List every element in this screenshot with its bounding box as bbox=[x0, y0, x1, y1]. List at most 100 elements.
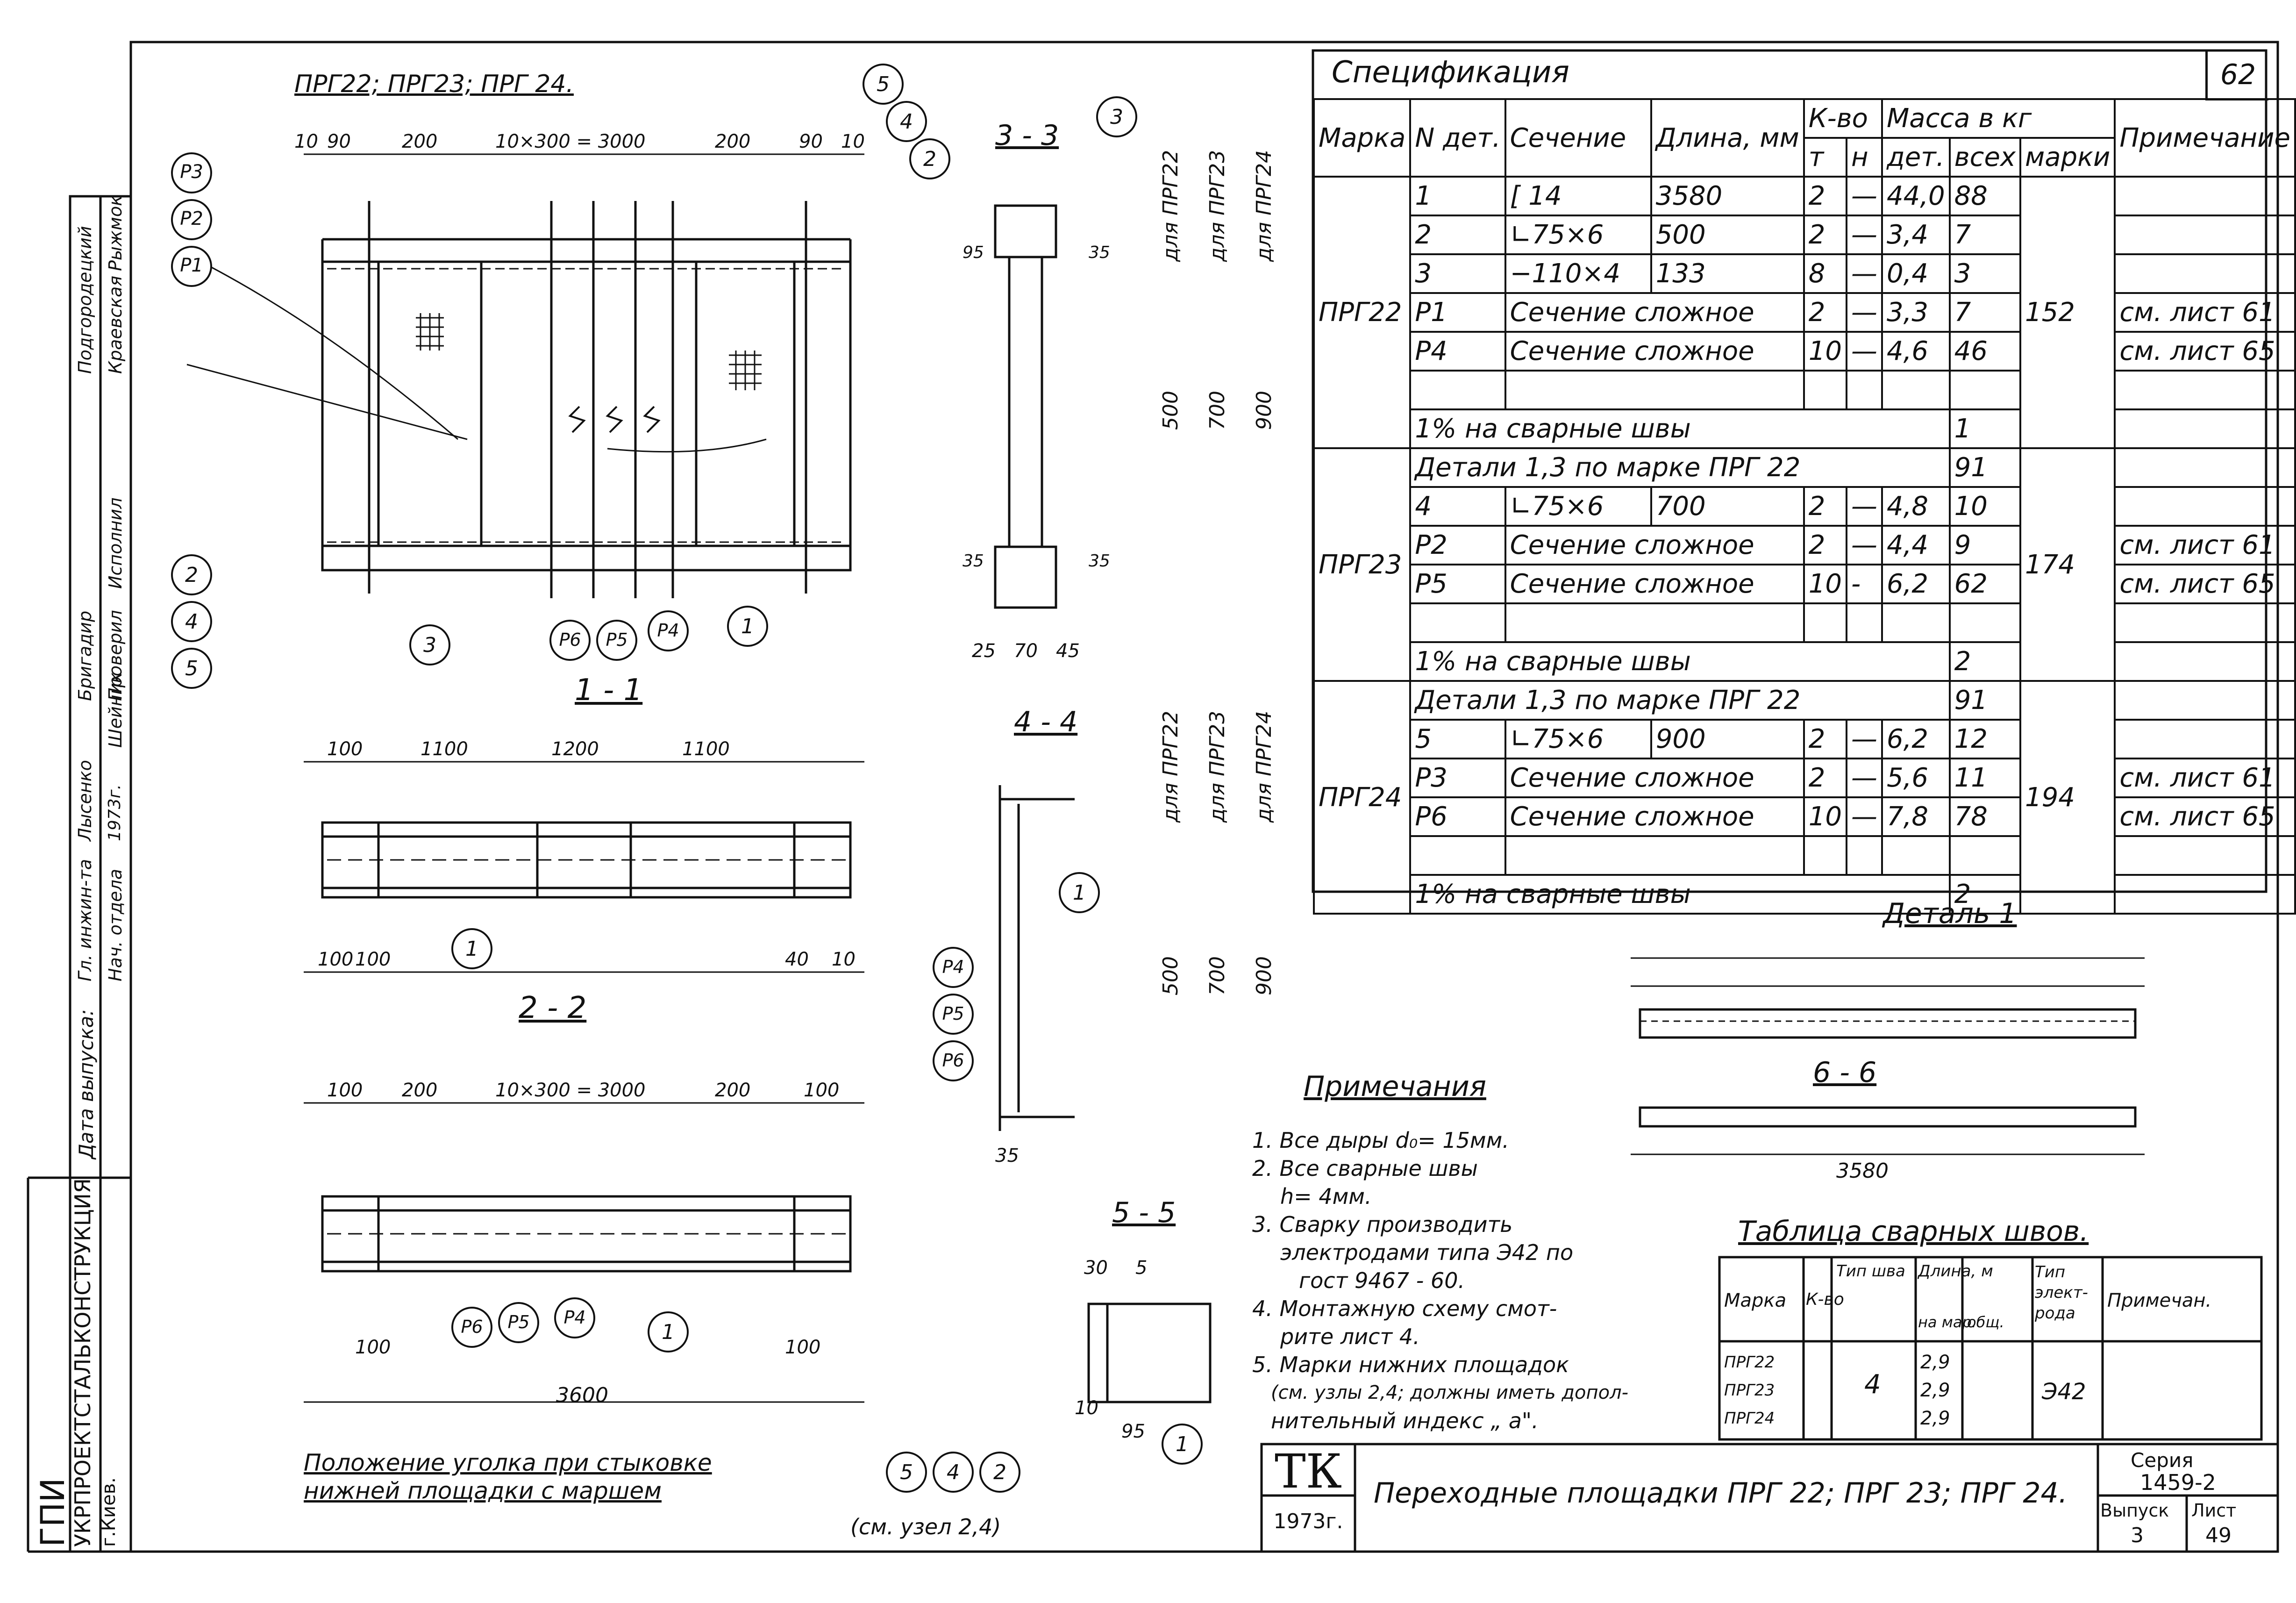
height-label-a2: для ПРГ22 bbox=[1159, 710, 1183, 823]
weld-marks: ПРГ22 ПРГ23 ПРГ24 bbox=[1724, 1348, 1775, 1432]
spec-h-ndet: N дет. bbox=[1409, 98, 1506, 178]
sheet-number: 62 bbox=[2205, 51, 2268, 100]
spec-cell: 3,3 bbox=[1881, 292, 1951, 333]
s22-dim: 200 bbox=[402, 1080, 438, 1101]
spec-cell: 2 bbox=[1803, 719, 1847, 759]
weld-h-marka: Марка bbox=[1724, 1290, 1787, 1311]
stamp-date-year: 1973г. bbox=[105, 784, 124, 841]
spec-total: 174 bbox=[2019, 447, 2116, 682]
s22-dim: 100 bbox=[327, 1080, 363, 1101]
spec-cell: 46 bbox=[1948, 331, 2022, 372]
weld-length: 2,9 bbox=[1920, 1408, 1950, 1429]
weld-h-kolvo: К-во bbox=[1806, 1290, 1844, 1309]
spec-cell: 6,2 bbox=[1881, 564, 1951, 604]
spec-cell: Сечение сложное bbox=[1504, 796, 1805, 837]
s11-dim: 1100 bbox=[682, 738, 730, 760]
height-label-b2: для ПРГ23 bbox=[1205, 710, 1229, 823]
angle-note-ref: (см. узел 2,4) bbox=[850, 1514, 1001, 1539]
plan-dim: 10 bbox=[841, 131, 865, 152]
spec-cell: 3,4 bbox=[1881, 215, 1951, 255]
spec-cell: см. лист 61 bbox=[2114, 525, 2296, 565]
spec-cell: 10 bbox=[1803, 564, 1847, 604]
stamp-org1: ГПИ bbox=[34, 1478, 72, 1547]
height-700: 700 bbox=[1205, 391, 1229, 430]
callout-p4: P4 bbox=[657, 620, 679, 641]
stamp-name: Шейник bbox=[105, 672, 126, 748]
title-series: 1459-2 bbox=[2140, 1470, 2216, 1495]
spec-cell: 4,6 bbox=[1881, 331, 1951, 372]
callout-4b: 4 bbox=[900, 110, 913, 134]
spec-cell: P4 bbox=[1409, 331, 1506, 372]
spec-marka: ПРГ22 bbox=[1312, 176, 1412, 449]
weld-mark: ПРГ23 bbox=[1724, 1381, 1775, 1400]
spec-weld-val: 2 bbox=[1948, 641, 2022, 682]
spec-cell: 88 bbox=[1948, 176, 2022, 216]
s55-dim: 30 bbox=[1084, 1257, 1108, 1279]
s55-dim: 5 bbox=[1135, 1257, 1148, 1279]
title-year: 1973г. bbox=[1273, 1510, 1343, 1533]
title-block-border bbox=[1260, 1443, 2279, 1553]
callout-2: 2 bbox=[185, 563, 198, 587]
title-vypusk: 3 bbox=[2131, 1524, 2144, 1547]
spec-cell: 62 bbox=[1948, 564, 2022, 604]
spec-cell: P1 bbox=[1409, 292, 1506, 333]
spec-marka: ПРГ23 bbox=[1312, 447, 1412, 682]
callout-1d: 1 bbox=[662, 1320, 675, 1344]
spec-cell: 7 bbox=[1948, 215, 2022, 255]
spec-cell: 500 bbox=[1650, 215, 1805, 255]
stamp-date-label: Дата выпуска: bbox=[75, 1009, 98, 1159]
spec-cell: P3 bbox=[1409, 758, 1506, 798]
weld-kolvo: 4 bbox=[1864, 1369, 1881, 1400]
s22-dim: 100 bbox=[785, 1337, 821, 1358]
spec-cell: 1 bbox=[1409, 176, 1506, 216]
stamp-org2: УКРПРОЕКТСТАЛЬКОНСТРУКЦИЯ bbox=[70, 1178, 95, 1547]
section-4-4-view bbox=[998, 785, 1075, 1131]
section-title-1-1: 1 - 1 bbox=[575, 673, 643, 708]
spec-table: Марка N дет. Сечение Длина, мм К-во Масс… bbox=[1312, 98, 2296, 915]
spec-marka: ПРГ24 bbox=[1312, 680, 1412, 915]
callout-p6: P6 bbox=[559, 630, 581, 650]
spec-cell: 2 bbox=[1409, 215, 1506, 255]
spec-cell: ∟75×6 bbox=[1504, 215, 1652, 255]
stamp-name: Подгородецкий bbox=[75, 226, 95, 374]
callout-3b: 3 bbox=[423, 633, 436, 657]
drawing-title: ПРГ22; ПРГ23; ПРГ 24. bbox=[294, 70, 574, 98]
spec-details: Детали 1,3 по марке ПРГ 22 bbox=[1409, 447, 1951, 488]
spec-cell: — bbox=[1845, 719, 1883, 759]
spec-cell: 10 bbox=[1803, 331, 1847, 372]
s22-dim: 100 bbox=[804, 1080, 840, 1101]
spec-cell: 5 bbox=[1409, 719, 1506, 759]
spec-cell: 10 bbox=[1948, 486, 2022, 527]
spec-h-t: т bbox=[1803, 137, 1847, 178]
spec-cell: 2 bbox=[1803, 758, 1847, 798]
s22-dim-total: 3600 bbox=[556, 1383, 608, 1407]
weld-lengths: 2,9 2,9 2,9 bbox=[1920, 1348, 1950, 1432]
weld-h-tip-el: Тип элект-рода bbox=[2035, 1263, 2088, 1323]
section-title-2-2: 2 - 2 bbox=[519, 991, 587, 1025]
spec-cell: — bbox=[1845, 331, 1883, 372]
spec-cell: Сечение сложное bbox=[1504, 331, 1805, 372]
spec-cell: — bbox=[1845, 292, 1883, 333]
weld-mark: ПРГ24 bbox=[1724, 1409, 1775, 1428]
height-900b: 900 bbox=[1252, 956, 1276, 995]
s22-dim: 10×300 = 3000 bbox=[495, 1080, 646, 1101]
note-line: рите лист 4. bbox=[1280, 1324, 1420, 1349]
spec-cell: 12 bbox=[1948, 719, 2022, 759]
callout-5c: 5 bbox=[900, 1460, 913, 1484]
spec-cell: — bbox=[1845, 486, 1883, 527]
spec-h-marka: Марка bbox=[1312, 98, 1412, 178]
spec-h-vseh: всех bbox=[1948, 137, 2022, 178]
spec-cell: — bbox=[1845, 758, 1883, 798]
callout-5b: 5 bbox=[877, 72, 890, 96]
callout-p6b: P6 bbox=[942, 1050, 964, 1071]
plan-dim: 200 bbox=[402, 131, 438, 152]
plan-dim: 90 bbox=[799, 131, 823, 152]
stamp-org3: г.Киев. bbox=[98, 1477, 120, 1547]
spec-cell: 44,0 bbox=[1881, 176, 1951, 216]
s33-dim: 45 bbox=[1056, 640, 1080, 662]
note-line: 5. Марки нижних площадок bbox=[1252, 1352, 1569, 1377]
spec-cell: 4,4 bbox=[1881, 525, 1951, 565]
plan-dim: 10 bbox=[294, 131, 318, 152]
